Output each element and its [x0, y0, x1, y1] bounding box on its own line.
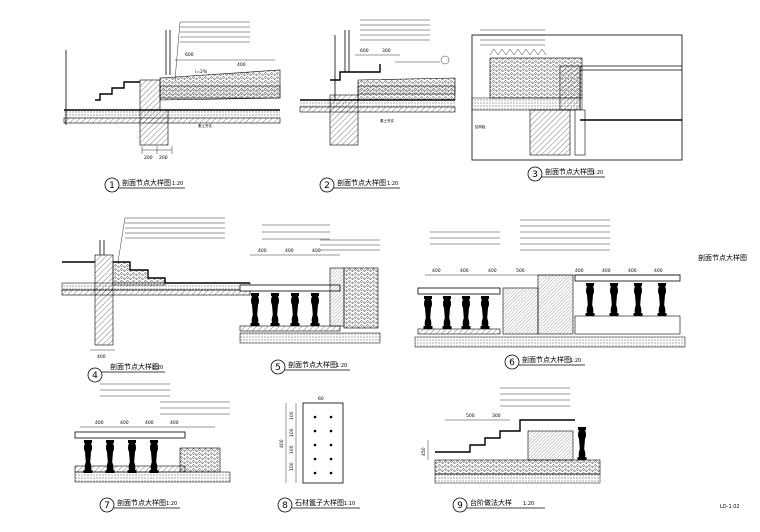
detail-1: 200 200 600 400 i=2% 素土夯实 1 剖面节点大样图 1:20 — [63, 21, 281, 193]
detail-9: 500 300 450 9 台阶做法大样 1:20 — [421, 387, 601, 513]
dim-label: 400 — [628, 268, 637, 274]
detail-title: 剖面节点大样图 — [545, 167, 594, 176]
detail-number: 3 — [532, 170, 538, 180]
detail-title: 剖面节点大样图 — [522, 355, 571, 364]
detail-number: 8 — [282, 501, 288, 511]
detail-title: 台阶做法大样 — [470, 498, 512, 507]
detail-3: 结构板 3 剖面节点大样图 1:20 — [471, 29, 683, 182]
dim-label: 400 — [460, 268, 469, 274]
detail-number: 5 — [275, 363, 281, 373]
detail-title: 石材篦子大样图 — [295, 498, 344, 507]
dim-label: 400 — [258, 248, 267, 254]
detail-title: 剖面节点大样图 — [122, 178, 171, 187]
detail-marker — [99, 497, 115, 513]
dim-label: 500 — [466, 413, 475, 419]
detail-marker — [277, 497, 293, 513]
detail-5: 400 400 400 5 剖面节点大样图 1:20 — [239, 224, 381, 375]
dim-label: 300 — [382, 48, 391, 54]
detail-marker — [87, 367, 103, 383]
detail-7: 400 400 400 400 7 剖面节点大样图 1:20 — [74, 383, 231, 513]
dim-label: 450 — [421, 447, 427, 456]
dim-label: 400 — [602, 268, 611, 274]
detail-title: 剖面节点大样图 — [110, 362, 159, 371]
detail-marker — [527, 166, 543, 182]
dim-label: 60 — [318, 396, 324, 402]
detail-marker — [104, 177, 120, 193]
dim-label: 600 — [360, 48, 369, 54]
detail-marker — [452, 497, 468, 513]
dim-label: 400 — [120, 420, 129, 426]
detail-8: 400 100 100 100 100 60 8 石材篦子大样图 1:10 — [277, 396, 360, 513]
dim-label: 400 — [95, 420, 104, 426]
detail-4: 400 4 剖面节点大样图 1:20 — [61, 217, 251, 383]
detail-number: 9 — [457, 501, 463, 511]
detail-scale: 1:20 — [166, 501, 177, 507]
detail-marker — [319, 177, 335, 193]
side-title: 剖面节点大样图 — [698, 253, 747, 262]
dim-label: 500 — [516, 268, 525, 274]
detail-scale: 1:10 — [344, 501, 355, 507]
drawing-number: LD-1.02 — [720, 504, 740, 510]
detail-number: 6 — [509, 358, 515, 368]
detail-title: 剖面节点大样图 — [288, 360, 337, 369]
dim-label: 400 — [170, 420, 179, 426]
detail-number: 2 — [324, 181, 330, 191]
dim-label: 100 — [289, 462, 295, 471]
detail-6: 400 400 400 500 400 400 400 400 6 剖面节点大样… — [414, 219, 686, 370]
detail-scale: 1:20 — [570, 358, 581, 364]
dim-label: 200 — [144, 155, 153, 161]
slope-label: i=2% — [195, 69, 208, 75]
detail-title: 剖面节点大样图 — [337, 178, 386, 187]
detail-title: 剖面节点大样图 — [117, 498, 166, 507]
base-label: 素土夯实 — [198, 123, 212, 128]
dim-label: 300 — [492, 413, 501, 419]
dim-label: 400 — [312, 248, 321, 254]
detail-scale: 1:20 — [172, 181, 183, 187]
dim-label: 400 — [654, 268, 663, 274]
dim-label: 400 — [97, 354, 106, 360]
dim-label: 200 — [159, 155, 168, 161]
dim-label: 400 — [145, 420, 154, 426]
detail-number: 4 — [92, 371, 98, 381]
base-label: 素土夯实 — [380, 118, 394, 123]
dim-label: 400 — [575, 268, 584, 274]
dim-label: 400 — [488, 268, 497, 274]
dim-label: 400 — [285, 248, 294, 254]
detail-marker — [504, 354, 520, 370]
detail-scale: 1:20 — [523, 501, 534, 507]
detail-number: 7 — [104, 501, 110, 511]
dim-label: 400 — [279, 439, 285, 448]
detail-marker — [270, 359, 286, 375]
dim-label: 100 — [289, 428, 295, 437]
dim-label: 600 — [185, 52, 194, 58]
dim-label: 400 — [432, 268, 441, 274]
dim-label: 100 — [289, 411, 295, 420]
dim-label: 400 — [237, 62, 246, 68]
detail-scale: 1:20 — [152, 365, 163, 371]
detail-scale: 1:20 — [592, 170, 603, 176]
dim-label: 100 — [289, 445, 295, 454]
detail-scale: 1:20 — [336, 363, 347, 369]
ground-label: 结构板 — [475, 124, 486, 129]
detail-scale: 1:20 — [387, 181, 398, 187]
detail-2: 600 300 素土夯实 2 剖面节点大样图 1:20 — [299, 19, 456, 193]
detail-number: 1 — [109, 181, 115, 191]
